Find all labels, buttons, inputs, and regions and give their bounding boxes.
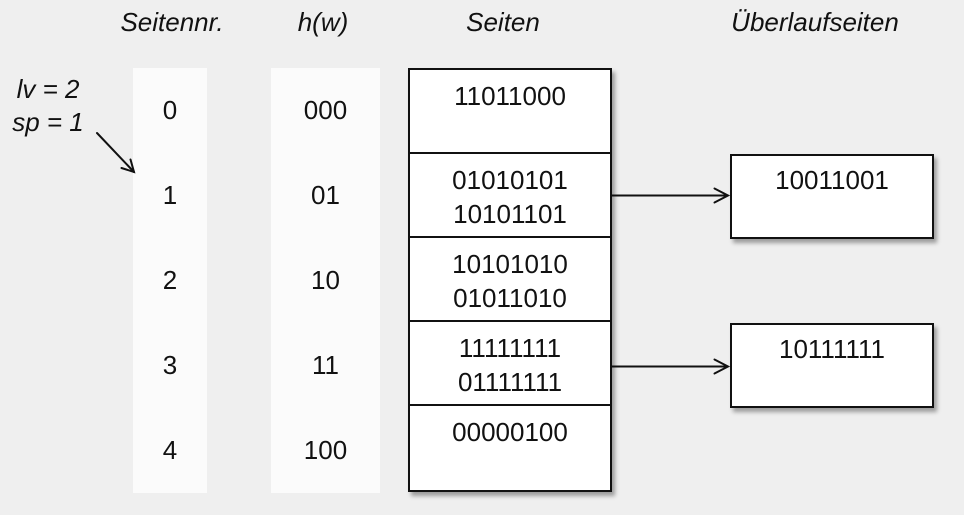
pages-table: 11011000 01010101 10101101 10101010 0101… <box>408 68 612 492</box>
record-value: 00000100 <box>452 417 568 447</box>
page-number-2: 2 <box>162 265 178 295</box>
record-value: 11111111 <box>458 333 562 363</box>
page-number-1: 1 <box>162 180 178 210</box>
overflow-arrow-row1 <box>611 187 731 204</box>
record-value: 11011000 <box>454 81 566 111</box>
header-seiten: Seiten <box>466 7 540 37</box>
sp-value-label: sp = 1 <box>12 107 84 137</box>
hash-code-0: 000 <box>303 95 348 125</box>
header-seitennr: Seitennr. <box>120 7 224 37</box>
record-value: 01111111 <box>457 367 563 397</box>
header-hash-function: h(w) <box>297 7 349 37</box>
record-value: 10101010 <box>452 249 568 279</box>
record-value: 10101101 <box>453 199 567 229</box>
page-cell-3: 11111111 01111111 <box>410 322 610 406</box>
hash-code-1: 01 <box>311 180 340 210</box>
record-value: 10111111 <box>778 334 886 364</box>
overflow-arrow-row3 <box>611 358 731 375</box>
record-value: 01010101 <box>452 165 568 195</box>
lv-sp-annotation: lv = 2 sp = 1 <box>0 73 96 139</box>
page-number-4: 4 <box>162 435 178 465</box>
page-cell-1: 01010101 10101101 <box>410 154 610 238</box>
page-cell-2: 10101010 01011010 <box>410 238 610 322</box>
page-number-3: 3 <box>162 350 178 380</box>
page-number-0: 0 <box>162 95 178 125</box>
hash-code-column: 000 01 10 11 100 <box>271 68 380 493</box>
overflow-page-box-row3: 10111111 <box>730 323 934 408</box>
hash-code-3: 11 <box>312 350 339 380</box>
hash-code-2: 10 <box>311 265 340 295</box>
header-ueberlaufseiten: Überlaufseiten <box>731 7 899 37</box>
lv-value-label: lv = 2 <box>16 74 80 104</box>
page-number-column: 0 1 2 3 4 <box>133 68 207 493</box>
record-value: 10011001 <box>775 165 889 195</box>
page-cell-0: 11011000 <box>410 70 610 154</box>
page-cell-4: 00000100 <box>410 406 610 490</box>
sp-pointer-arrow <box>96 132 136 174</box>
record-value: 01011010 <box>453 283 567 313</box>
overflow-page-box-row1: 10011001 <box>730 154 934 239</box>
hash-code-4: 100 <box>303 435 348 465</box>
